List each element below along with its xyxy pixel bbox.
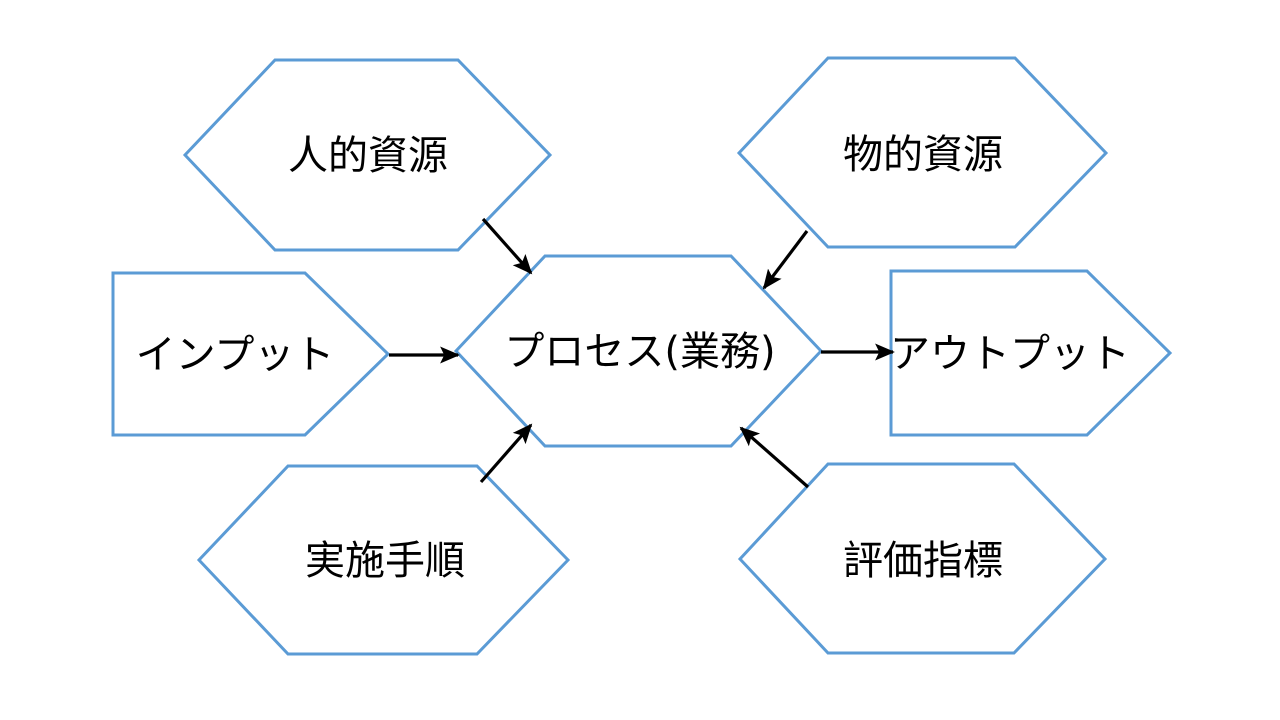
connector-procedure-to-process <box>479 423 533 484</box>
connector-evaluation-metric-to-process <box>739 426 810 489</box>
node-evaluation-metric[interactable] <box>737 462 1108 655</box>
node-input[interactable] <box>111 271 391 437</box>
connector-material-resources-to-process <box>762 230 809 290</box>
node-material-resources[interactable] <box>736 56 1109 249</box>
node-human-resources[interactable] <box>182 58 553 252</box>
label-procedure: 実施手順 <box>305 538 465 584</box>
connector-human-resources-to-process <box>481 217 533 275</box>
label-input: インプット <box>135 332 335 378</box>
label-evaluation-metric: 評価指標 <box>843 538 1003 584</box>
node-procedure[interactable] <box>196 464 571 656</box>
node-output[interactable] <box>889 269 1173 437</box>
label-material-resources: 物的資源 <box>843 132 1003 178</box>
label-human-resources: 人的資源 <box>288 133 448 179</box>
label-process: プロセス(業務) <box>504 329 776 375</box>
label-output: アウトプット <box>890 331 1130 377</box>
